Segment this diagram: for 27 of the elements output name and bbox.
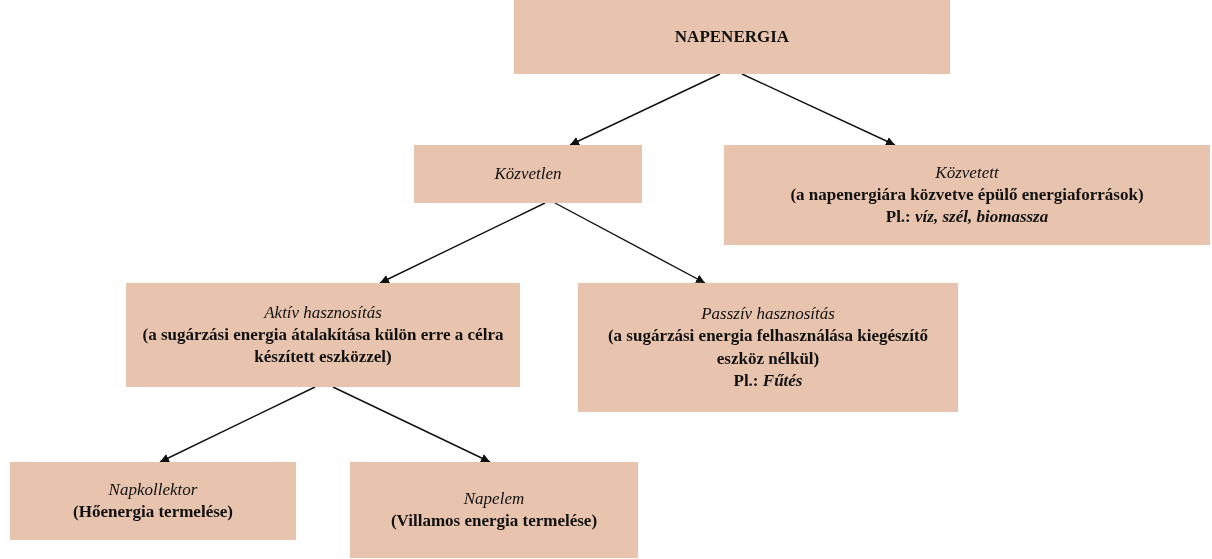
arrow — [332, 386, 491, 463]
arrow — [554, 202, 706, 284]
box-heading: Napelem — [463, 487, 525, 510]
concept-box — [126, 283, 520, 387]
concept-box — [350, 462, 638, 558]
box-heading: Napkollektor — [108, 478, 198, 501]
box-heading: Aktív hasznosítás — [264, 301, 382, 324]
box-text: Pl.: Fűtés — [733, 369, 803, 392]
concept-box — [414, 145, 642, 203]
arrow — [159, 386, 316, 463]
box-text: (Villamos energia termelése) — [390, 510, 598, 532]
concept-box — [578, 283, 958, 412]
box-heading: Közvetett — [935, 161, 999, 184]
box-text: (Hőenergia termelése) — [73, 501, 233, 523]
box-text: (a sugárzási energia felhasználása kiegészítő eszköz nélkül) — [606, 325, 930, 370]
box-text: Pl.: víz, szél, biomassza — [885, 206, 1049, 229]
box-heading: Közvetlen — [494, 162, 562, 185]
concept-box — [10, 462, 296, 540]
arrow — [741, 73, 896, 146]
arrow — [379, 202, 546, 284]
box-text: NAPENERGIA — [674, 25, 790, 48]
concept-box — [514, 0, 950, 74]
box-text: (a napenergiára közvetve épülő energiaforrások) — [790, 183, 1144, 206]
concept-box — [724, 145, 1210, 245]
box-heading: Passzív hasznosítás — [701, 303, 835, 326]
arrow — [569, 73, 721, 146]
box-text: (a sugárzási energia átalakítása külön erre a célra készített eszközzel) — [141, 323, 505, 369]
